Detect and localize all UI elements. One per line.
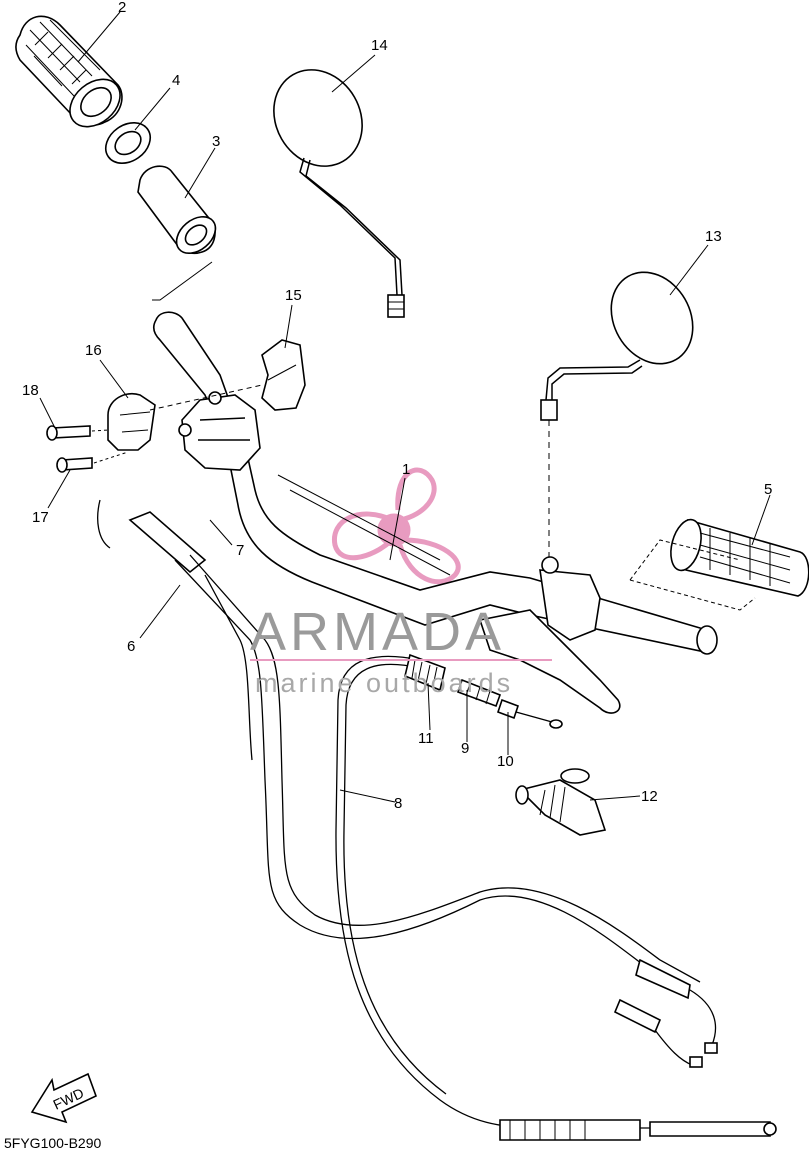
throttle-cables — [97, 499, 718, 1068]
watermark-brand: ARMADA — [250, 602, 505, 662]
callout-11: 11 — [418, 730, 434, 747]
callout-13: 13 — [705, 228, 722, 245]
washer — [104, 122, 152, 164]
drawing-code: 5FYG100-B290 — [4, 1135, 101, 1151]
callout-12: 12 — [641, 788, 658, 805]
callout-15: 15 — [285, 287, 302, 304]
callout-7: 7 — [236, 542, 244, 559]
left-switch-housing — [178, 391, 261, 471]
switch-cover-15 — [261, 339, 306, 411]
armada-logo — [332, 467, 461, 585]
callout-16: 16 — [85, 342, 102, 359]
callout-2: 2 — [118, 0, 126, 16]
right-lever-assembly — [478, 556, 621, 714]
callout-10: 10 — [497, 753, 514, 770]
screw-17 — [56, 451, 129, 473]
switch-cover-16 — [107, 393, 156, 451]
callout-17: 17 — [32, 509, 49, 526]
callout-18: 18 — [22, 382, 39, 399]
callout-5: 5 — [764, 481, 772, 498]
throttle-sleeve — [137, 165, 217, 255]
left-grip — [15, 15, 123, 128]
callout-4: 4 — [172, 72, 180, 89]
lever-boot — [515, 768, 607, 836]
right-grip — [629, 518, 809, 611]
screw-18 — [46, 425, 109, 441]
left-mirror — [273, 69, 405, 318]
leader-lines — [39, 11, 771, 803]
clutch-cable — [335, 655, 777, 1141]
callout-8: 8 — [394, 795, 402, 812]
callout-labels: 2 4 3 14 13 15 16 18 17 1 5 7 6 8 11 9 1… — [22, 0, 772, 812]
callout-9: 9 — [461, 740, 469, 757]
fwd-arrow: FWD — [30, 1072, 98, 1124]
watermark-tagline: marine outboards — [255, 668, 513, 698]
callout-14: 14 — [371, 37, 388, 54]
cable-adjuster — [404, 653, 563, 729]
callout-1: 1 — [402, 461, 410, 478]
callout-6: 6 — [127, 638, 135, 655]
right-mirror — [540, 271, 694, 565]
armada-watermark: ARMADA marine outboards — [250, 602, 552, 698]
callout-3: 3 — [212, 133, 220, 150]
